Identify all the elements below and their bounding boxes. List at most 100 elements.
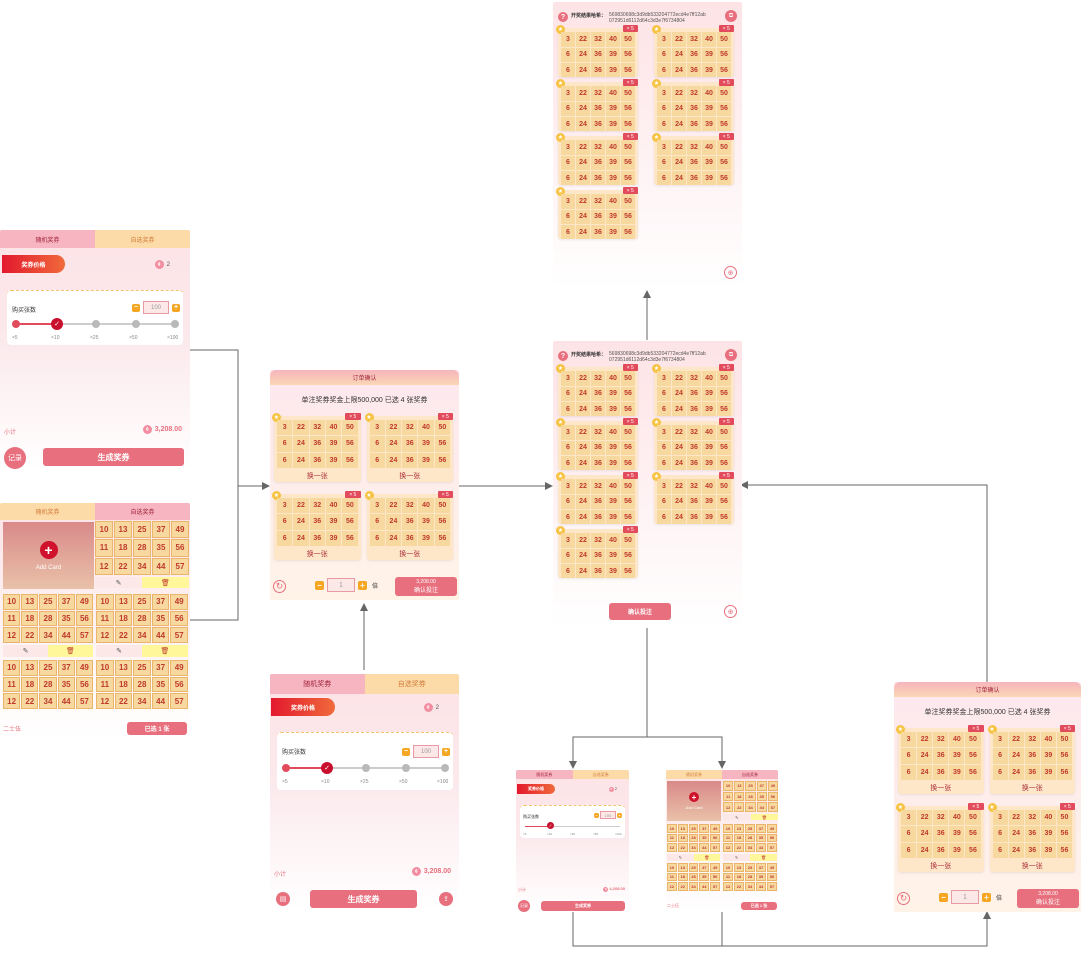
minus-button[interactable]: −: [402, 747, 410, 756]
selected-count-button[interactable]: 已选 1 张: [127, 722, 187, 735]
edit-icon[interactable]: ✎: [95, 577, 142, 588]
qty-input[interactable]: 100: [143, 301, 169, 314]
check-icon[interactable]: ✓: [547, 822, 554, 829]
copy-icon[interactable]: ⧉: [725, 10, 737, 22]
minus-button[interactable]: −: [939, 892, 948, 902]
change-ticket-button[interactable]: 换一张: [306, 473, 328, 480]
multiple-input[interactable]: 1: [951, 890, 979, 904]
trash-icon[interactable]: 🗑: [142, 645, 188, 657]
tab-pick[interactable]: 自选奖券: [95, 230, 190, 248]
minus-button[interactable]: −: [132, 303, 140, 312]
trash-icon[interactable]: 🗑: [750, 854, 777, 861]
edit-icon[interactable]: ✎: [723, 814, 751, 820]
plus-button[interactable]: +: [442, 747, 450, 756]
zoom-icon[interactable]: ⊕: [724, 266, 737, 279]
slider-stop[interactable]: [171, 320, 179, 328]
slider-stop[interactable]: [282, 764, 290, 772]
edit-icon[interactable]: ✎: [96, 645, 142, 657]
slider-stop[interactable]: [92, 320, 100, 328]
check-icon[interactable]: ✓: [321, 762, 333, 774]
tab-random[interactable]: 随机奖券: [516, 770, 573, 779]
tab-pick[interactable]: 自选奖券: [722, 770, 778, 779]
multiple-input[interactable]: 1: [327, 578, 355, 592]
zoom-icon[interactable]: ⊕: [724, 605, 737, 618]
change-ticket-button[interactable]: 换一张: [399, 473, 421, 480]
record-icon[interactable]: ▤: [276, 892, 290, 906]
slider-stop[interactable]: [132, 320, 140, 328]
tab-random[interactable]: 随机奖券: [0, 503, 95, 520]
trash-icon[interactable]: 🗑: [48, 645, 93, 657]
share-icon[interactable]: ⇪: [439, 892, 453, 906]
tab-pick[interactable]: 自选奖券: [364, 674, 459, 694]
slider-stop[interactable]: [362, 764, 370, 772]
generate-button[interactable]: 生成奖券: [541, 901, 625, 911]
edit-icon[interactable]: ✎: [723, 854, 750, 861]
add-card-button[interactable]: + Add Card: [3, 522, 94, 589]
tab-pick[interactable]: 自选奖券: [95, 503, 190, 520]
change-ticket-button[interactable]: 换一张: [399, 551, 421, 558]
tab-pick[interactable]: 自选奖券: [572, 770, 629, 779]
qty-input[interactable]: 100: [600, 811, 616, 819]
change-ticket-button[interactable]: 换一张: [1021, 785, 1043, 792]
generate-button[interactable]: 生成奖券: [43, 448, 184, 466]
change-ticket-button[interactable]: 换一张: [306, 551, 328, 558]
trash-icon[interactable]: 🗑: [750, 814, 778, 820]
tab-random[interactable]: 随机奖券: [270, 674, 365, 694]
change-ticket-button[interactable]: 换一张: [930, 863, 952, 870]
check-icon[interactable]: ✓: [51, 318, 63, 330]
slider-stop[interactable]: [441, 764, 449, 772]
trash-icon[interactable]: 🗑: [693, 854, 720, 861]
change-ticket-button[interactable]: 换一张: [930, 785, 952, 792]
tab-random[interactable]: 随机奖券: [666, 770, 722, 779]
plus-button[interactable]: +: [617, 812, 622, 818]
qty-input[interactable]: 100: [413, 745, 439, 758]
add-card-button[interactable]: + Add Card: [667, 781, 721, 821]
plus-button[interactable]: +: [358, 580, 367, 590]
refresh-icon[interactable]: ↻: [273, 580, 286, 593]
tab-random[interactable]: 随机奖券: [0, 230, 95, 248]
minus-button[interactable]: −: [594, 812, 599, 818]
edit-icon[interactable]: ✎: [3, 645, 48, 657]
change-ticket-button[interactable]: 换一张: [1021, 863, 1043, 870]
slider-stop[interactable]: [12, 320, 20, 328]
edit-icon[interactable]: ✎: [667, 854, 694, 861]
record-button[interactable]: 记录: [4, 447, 26, 469]
action-button[interactable]: 确认投注: [609, 603, 671, 620]
plus-button[interactable]: +: [172, 303, 180, 312]
help-icon[interactable]: ?: [558, 351, 568, 361]
trash-icon[interactable]: 🗑: [142, 577, 189, 588]
refresh-icon[interactable]: ↻: [897, 892, 910, 905]
